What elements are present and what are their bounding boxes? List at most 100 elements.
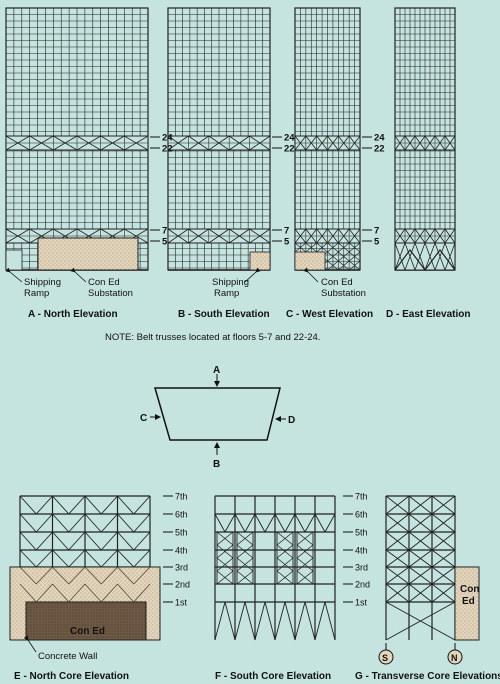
core-brace-hidden xyxy=(35,566,53,585)
svg-text:Shipping: Shipping xyxy=(212,277,249,288)
lower-brace xyxy=(305,242,317,253)
core-x-brace xyxy=(216,557,234,572)
core-floor-label: 3rd xyxy=(355,563,368,573)
core-brace xyxy=(35,495,53,515)
plan-label-b: B xyxy=(213,459,220,470)
core-x-brace xyxy=(431,583,456,603)
core-brace-hidden xyxy=(84,583,102,603)
svg-text:S: S xyxy=(382,653,388,663)
core-brace xyxy=(35,549,53,568)
lower-v-truss xyxy=(394,249,456,271)
core-brace-hidden xyxy=(100,566,118,585)
core-x-brace xyxy=(385,495,410,515)
core-floor-label: 4th xyxy=(175,546,188,556)
floor-mark-label: 22 xyxy=(374,144,385,155)
con-ed-substation-c xyxy=(294,251,326,271)
floor-mark-label: 7 xyxy=(374,226,379,237)
floor-mark-label: 7 xyxy=(162,226,167,237)
core-brace xyxy=(52,531,70,551)
core-floor-label: 2nd xyxy=(355,580,370,590)
con-ed-substation-a-callout: Con Ed Substation xyxy=(70,267,133,299)
core-brace-hidden xyxy=(117,583,135,603)
plan-label-d: D xyxy=(288,415,295,426)
core-brace xyxy=(284,601,296,641)
core-brace xyxy=(214,601,226,641)
core-x-brace xyxy=(431,549,456,568)
floor-mark-label: 5 xyxy=(162,237,168,248)
core-x-brace xyxy=(431,566,456,585)
core-x-brace xyxy=(408,513,433,533)
elevation-a-tower xyxy=(5,7,149,271)
core-brace-hidden xyxy=(19,566,37,585)
core-brace xyxy=(304,513,316,533)
core-brace xyxy=(52,495,70,515)
transverse-core-elevation xyxy=(385,495,480,641)
floor-mark-label: 22 xyxy=(284,144,295,155)
core-brace-hidden xyxy=(52,566,70,585)
lower-brace xyxy=(338,251,350,262)
core-brace xyxy=(84,495,102,515)
floor-mark-label: 24 xyxy=(374,133,385,144)
core-x-brace xyxy=(408,583,433,603)
lower-brace xyxy=(327,260,339,271)
core-brace-hidden xyxy=(35,583,53,603)
core-x-brace xyxy=(216,570,234,585)
core-x-brace xyxy=(276,557,294,572)
core-x-brace xyxy=(216,531,234,546)
core-brace xyxy=(254,601,266,641)
core-brace xyxy=(133,495,151,515)
lower-brace xyxy=(444,242,456,271)
core-floor-label: 5th xyxy=(175,528,188,538)
core-brace-hidden xyxy=(100,583,118,603)
core-brace xyxy=(274,601,286,641)
core-brace xyxy=(68,513,86,533)
floor-mark-label: 24 xyxy=(162,133,173,144)
con-ed-label-g-line2: Ed xyxy=(462,596,475,607)
core-floor-markers: 7th6th5th4th3rd2nd1st7th6th5th4th3rd2nd1… xyxy=(163,492,370,608)
core-brace xyxy=(117,495,135,515)
core-floor-label: 1st xyxy=(175,598,188,608)
lower-brace xyxy=(424,242,436,271)
core-brace xyxy=(324,601,336,641)
core-x-brace xyxy=(385,513,410,533)
core-long-brace xyxy=(385,601,456,641)
core-brace xyxy=(284,513,296,533)
core-x-brace xyxy=(408,549,433,568)
lower-brace xyxy=(394,242,406,271)
core-brace xyxy=(214,513,226,533)
core-x-brace xyxy=(431,531,456,551)
lower-brace xyxy=(348,251,361,262)
core-x-brace xyxy=(296,557,314,572)
shipping-ramp-a xyxy=(5,249,23,271)
plan-label-c: C xyxy=(140,413,147,424)
shipping-ramp-b xyxy=(249,251,271,271)
caption-west-elevation: C - West Elevation xyxy=(286,309,373,320)
lower-brace xyxy=(338,242,350,253)
core-brace xyxy=(274,513,286,533)
svg-text:Concrete Wall: Concrete Wall xyxy=(38,651,97,662)
lower-truss-d xyxy=(394,242,456,271)
floor-mark-label: 7 xyxy=(284,226,289,237)
core-brace-hidden xyxy=(68,583,86,603)
core-brace xyxy=(133,513,151,533)
lower-brace xyxy=(327,251,339,262)
caption-north-core-elevation: E - North Core Elevation xyxy=(14,671,129,682)
con-ed-block-g xyxy=(454,566,480,641)
caption-south-elevation: B - South Elevation xyxy=(178,309,270,320)
core-brace xyxy=(100,549,118,568)
core-floor-label: 4th xyxy=(355,546,368,556)
core-brace xyxy=(52,513,70,533)
core-floor-label: 7th xyxy=(175,492,188,502)
core-floor-label: 7th xyxy=(355,492,368,502)
core-brace xyxy=(68,549,86,568)
core-brace-hidden xyxy=(19,583,37,603)
core-brace xyxy=(35,513,53,533)
core-x-brace xyxy=(408,566,433,585)
caption-north-elevation: A - North Elevation xyxy=(28,309,118,320)
floor-mark-label: 5 xyxy=(284,237,290,248)
core-brace xyxy=(224,601,236,641)
lower-brace xyxy=(316,242,328,253)
core-brace xyxy=(314,513,326,533)
core-x-brace xyxy=(431,513,456,533)
